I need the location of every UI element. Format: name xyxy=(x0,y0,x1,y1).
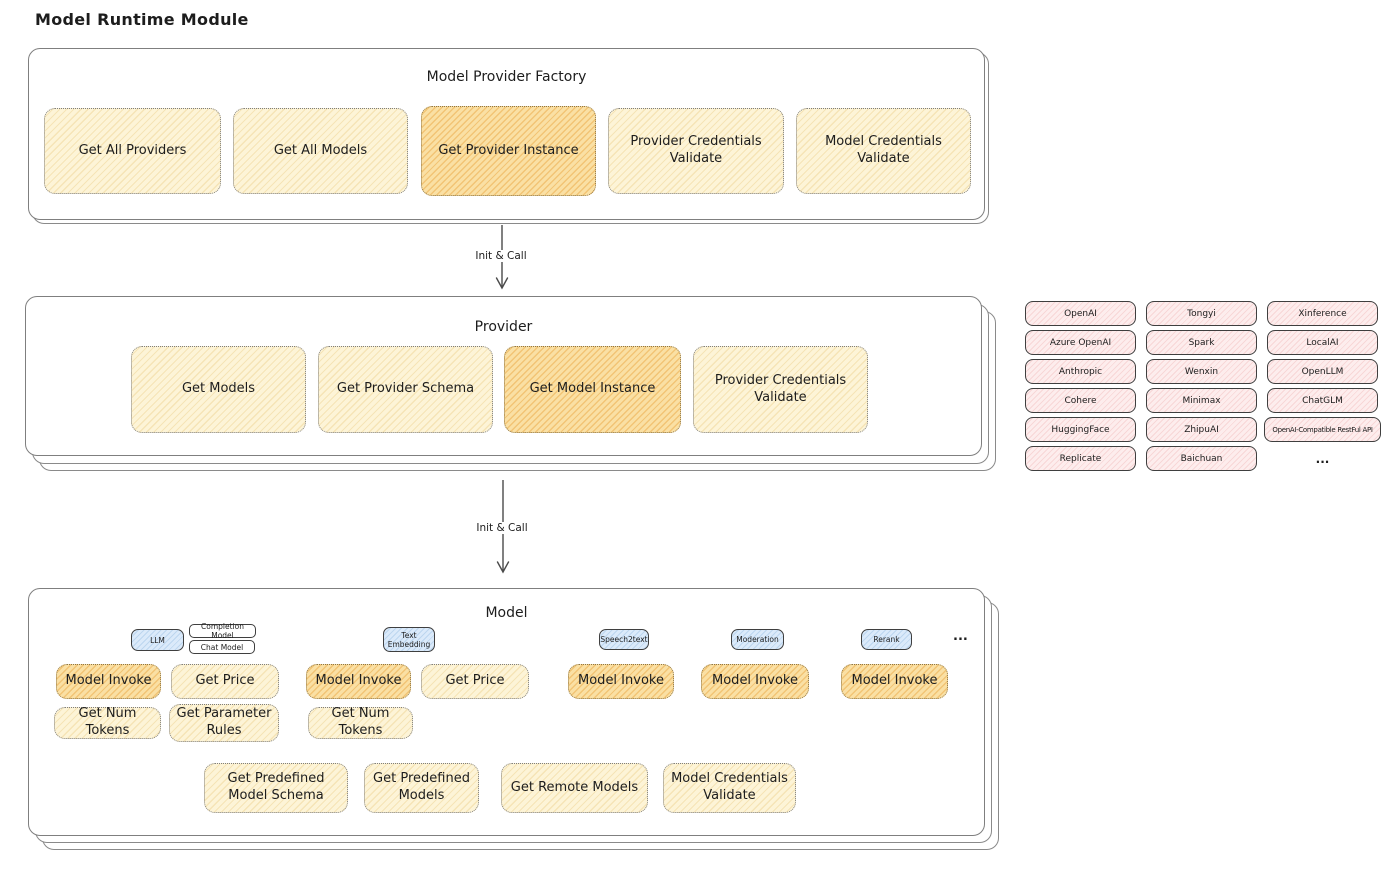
provider-pill-spark: Spark xyxy=(1146,330,1257,355)
node-llm-get-price: Get Price xyxy=(171,664,279,699)
node-embedding-get-num-tokens: Get Num Tokens xyxy=(308,706,413,739)
provider-pill-wenxin: Wenxin xyxy=(1146,359,1257,384)
provider-pill-openllm: OpenLLM xyxy=(1267,359,1378,384)
provider-pill-replicate: Replicate xyxy=(1025,446,1136,471)
tab-llm: LLM xyxy=(131,629,184,651)
tab-text-embedding: Text Embedding xyxy=(383,627,435,652)
node-get-model-instance: Get Model Instance xyxy=(504,346,681,433)
node-get-all-providers: Get All Providers xyxy=(44,108,221,194)
provider-container: Provider Get Models Get Provider Schema … xyxy=(25,296,982,456)
node-llm-get-parameter-rules: Get Parameter Rules xyxy=(169,704,279,742)
arrow-label-init-call-1: Init & Call xyxy=(470,250,532,262)
model-tabs-more: ... xyxy=(953,629,968,644)
node-get-remote-models: Get Remote Models xyxy=(501,763,648,813)
provider-pill-xinference: Xinference xyxy=(1267,301,1378,326)
model-provider-factory-container: Model Provider Factory Get All Providers… xyxy=(28,48,985,220)
provider-pill-chatglm: ChatGLM xyxy=(1267,388,1378,413)
provider-pill-minimax: Minimax xyxy=(1146,388,1257,413)
tab-chat-model: Chat Model xyxy=(189,640,255,654)
node-get-all-models: Get All Models xyxy=(233,108,408,194)
provider-pill-cohere: Cohere xyxy=(1025,388,1136,413)
node-get-models: Get Models xyxy=(131,346,306,433)
node-moderation-model-invoke: Model Invoke xyxy=(701,664,809,699)
provider-pill-tongyi: Tongyi xyxy=(1146,301,1257,326)
factory-title: Model Provider Factory xyxy=(426,69,587,85)
node-model-credentials-validate-2: Model Credentials Validate xyxy=(663,763,796,813)
tab-completion-model: Completion Model xyxy=(189,622,256,640)
model-title: Model xyxy=(485,605,528,621)
provider-pill-anthropic: Anthropic xyxy=(1025,359,1136,384)
arrow-label-init-call-2: Init & Call xyxy=(471,522,533,534)
provider-pill-zhipuai: ZhipuAI xyxy=(1146,417,1257,442)
node-get-provider-schema: Get Provider Schema xyxy=(318,346,493,433)
provider-pill-openai-compatible: OpenAI-Compatible RestFul API xyxy=(1264,417,1381,442)
node-get-provider-instance: Get Provider Instance xyxy=(421,106,596,196)
tab-rerank: Rerank xyxy=(861,629,912,650)
provider-pill-baichuan: Baichuan xyxy=(1146,446,1257,471)
node-model-credentials-validate: Model Credentials Validate xyxy=(796,108,971,194)
provider-pill-openai: OpenAI xyxy=(1025,301,1136,326)
node-provider-credentials-validate-2: Provider Credentials Validate xyxy=(693,346,868,433)
node-get-predefined-models: Get Predefined Models xyxy=(364,763,479,813)
provider-pill-localai: LocalAI xyxy=(1267,330,1378,355)
provider-pill-azure-openai: Azure OpenAI xyxy=(1025,330,1136,355)
node-provider-credentials-validate: Provider Credentials Validate xyxy=(608,108,784,194)
tab-moderation: Moderation xyxy=(731,629,784,650)
diagram-title: Model Runtime Module xyxy=(35,10,249,29)
tab-speech2text: Speech2text xyxy=(599,629,649,650)
provider-title: Provider xyxy=(474,319,533,335)
provider-list: OpenAI Tongyi Xinference Azure OpenAI Sp… xyxy=(1025,301,1381,471)
node-llm-model-invoke: Model Invoke xyxy=(56,664,161,699)
node-llm-get-num-tokens: Get Num Tokens xyxy=(54,706,161,739)
provider-pill-huggingface: HuggingFace xyxy=(1025,417,1136,442)
model-container: Model LLM Completion Model Chat Model Te… xyxy=(28,588,985,836)
node-embedding-model-invoke: Model Invoke xyxy=(306,664,411,699)
node-get-predefined-model-schema: Get Predefined Model Schema xyxy=(204,763,348,813)
node-embedding-get-price: Get Price xyxy=(421,664,529,699)
provider-list-more: ... xyxy=(1315,451,1330,466)
node-speech2text-model-invoke: Model Invoke xyxy=(568,664,674,699)
node-rerank-model-invoke: Model Invoke xyxy=(841,664,948,699)
